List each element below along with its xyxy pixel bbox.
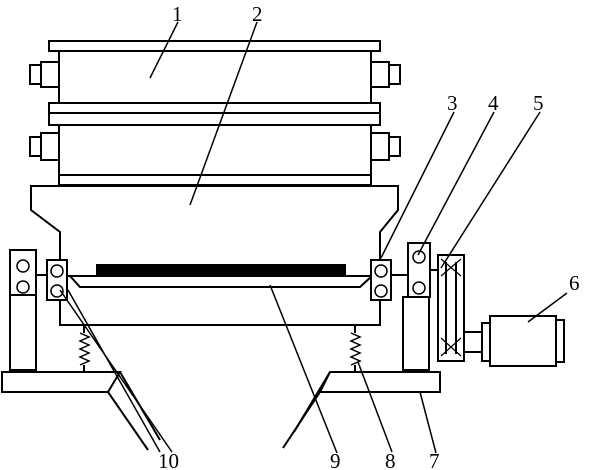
bearing-right — [370, 259, 410, 301]
spring — [349, 325, 362, 372]
label-8: 8 — [385, 449, 396, 470]
label-6: 6 — [569, 271, 580, 295]
sieve-frame-lower — [29, 112, 401, 186]
motor — [463, 315, 565, 367]
label-9: 9 — [330, 449, 341, 470]
sieve-frame-upper — [29, 40, 401, 114]
spring-left — [78, 325, 91, 372]
label-5: 5 — [533, 91, 544, 115]
pulley — [430, 254, 465, 362]
label-2: 2 — [252, 2, 263, 26]
bearing-left — [46, 259, 68, 301]
label-3: 3 — [447, 91, 458, 115]
right-support — [402, 242, 431, 371]
label-1: 1 — [172, 2, 183, 26]
belt — [445, 262, 457, 354]
base-frame — [1, 371, 441, 451]
label-7: 7 — [429, 449, 440, 470]
left-support — [9, 249, 47, 371]
label-10: 10 — [158, 449, 179, 470]
leader-lines — [59, 21, 568, 454]
screen-mesh — [96, 264, 346, 275]
label-4: 4 — [488, 91, 499, 115]
screen-box-body — [30, 185, 399, 326]
